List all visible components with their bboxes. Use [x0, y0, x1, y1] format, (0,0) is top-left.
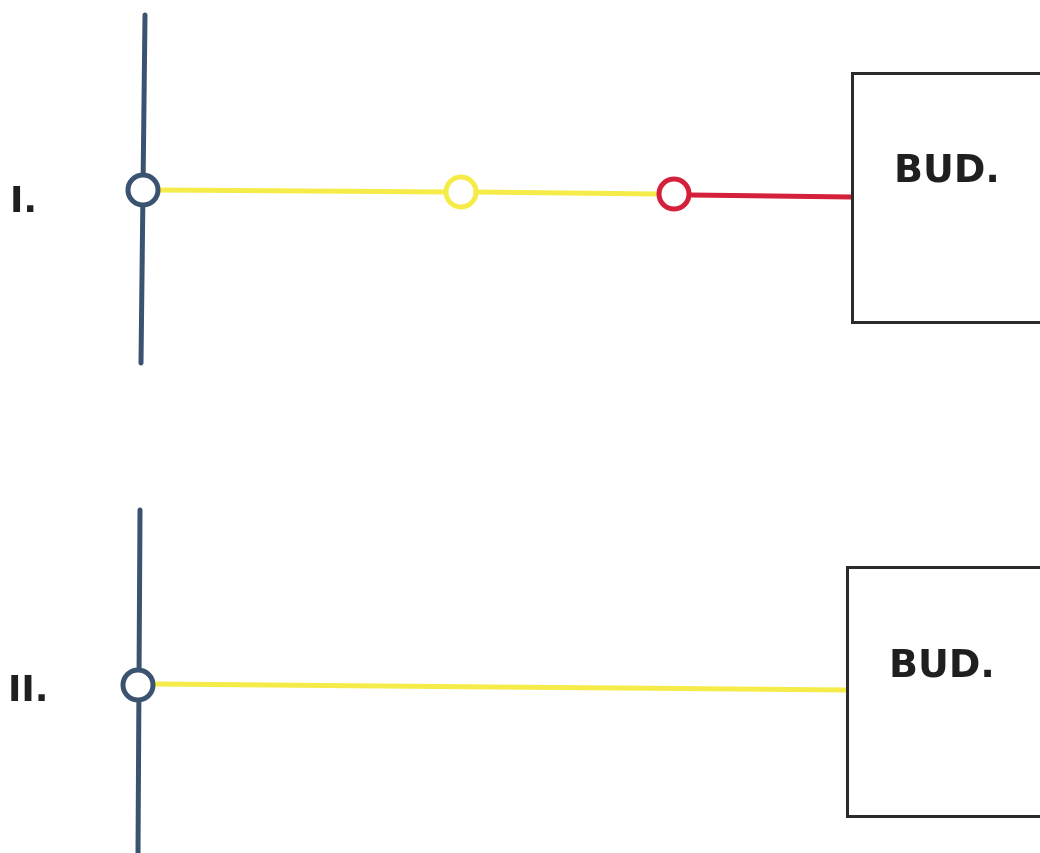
yellow-connection-2	[153, 681, 847, 693]
red-node-1	[656, 176, 692, 212]
yellow-connection-1	[157, 187, 447, 195]
building-box-1	[851, 72, 1040, 324]
yellow-connection-1b	[475, 189, 659, 197]
building-label-1: BUD.	[894, 147, 1000, 191]
junction-node-2	[120, 667, 156, 703]
yellow-node-1	[443, 174, 479, 210]
red-connection-1	[689, 192, 852, 200]
junction-node-1	[125, 172, 161, 208]
building-label-2: BUD.	[889, 642, 995, 686]
row-label-2: II.	[8, 669, 49, 710]
building-box-2	[846, 566, 1040, 818]
row-label-1: I.	[10, 180, 38, 221]
